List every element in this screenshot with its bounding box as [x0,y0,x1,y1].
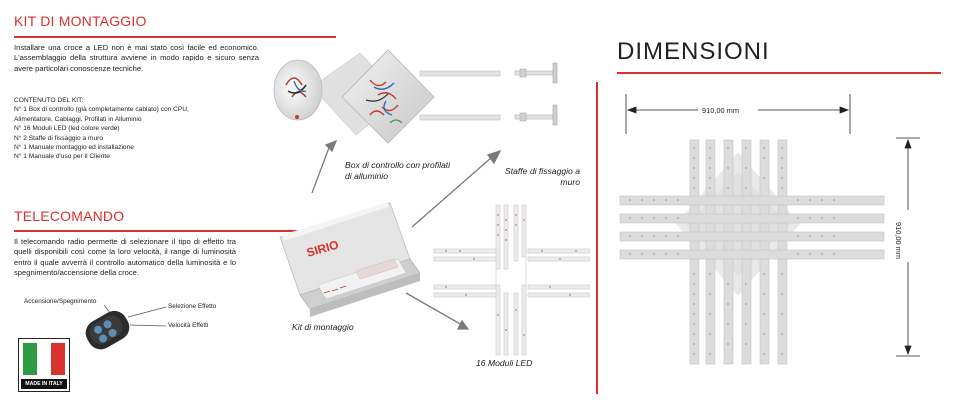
pointer-arrows [311,139,502,330]
caption-control-box: Box di controllo con profilati di allumi… [345,160,451,181]
kit-contents-item: N° 1 Manuale d'uso per il Cliente [14,153,110,161]
remote-title: TELECOMANDO [14,208,125,224]
led-modules-illustration [433,204,590,356]
kit-intro: Installare una croce a LED non è mai sta… [14,43,259,73]
led-bars [619,139,885,365]
kit-title-rule [14,36,336,38]
caption-kit: Kit di montaggio [292,322,354,332]
kit-contents-title: CONTENUTO DEL KIT: [14,97,84,104]
caption-led-modules: 16 Moduli LED [476,358,533,368]
kit-contents-item: N° 2 Staffe di fissaggio a muro [14,134,104,142]
vertical-separator [596,82,598,394]
kit-title: KIT DI MONTAGGIO [14,13,147,29]
kit-contents-item: N° 16 Moduli LED (led colore verde) [14,125,120,133]
led-dots [629,147,835,355]
remote-label-speed: Velocità Effetti [168,322,209,329]
remote-label-power: Accensione/Spegnimento [24,298,97,305]
kit-contents-item: Alimentatore, Cablaggi, Profilati in All… [14,115,142,123]
remote-control-illustration [85,304,167,350]
kit-contents-item: N° 1 Box di controllo (già completamente… [14,106,189,114]
width-label: 910,00 mm [702,106,739,115]
kit-box-illustration: SIRIO [279,202,421,317]
dimensions-title: DIMENSIONI [617,38,770,65]
kit-contents: CONTENUTO DEL KIT: N° 1 Box di controllo… [14,96,264,162]
kit-illustrations: SIRIO [273,49,590,356]
remote-label-effect: Selezione Effetto [168,303,217,310]
led-dots-illustration [445,214,577,336]
remote-text: Il telecomando radio permette di selezio… [14,237,236,278]
made-in-italy-text: MADE IN ITALY [21,379,67,389]
remote-title-rule [14,230,336,232]
control-box-illustration [273,49,501,144]
cross-dimension-drawing [619,94,920,365]
kit-contents-item: N° 1 Manuale montaggio ed installazione [14,144,134,152]
dimension-lines [625,94,920,357]
italy-flag-icon [23,343,65,375]
caption-wall-brackets: Staffe di fissaggio a muro [504,166,580,187]
wall-brackets-illustration [514,62,558,126]
dimensions-title-rule [617,72,941,74]
made-in-italy-badge: MADE IN ITALY [18,338,70,392]
